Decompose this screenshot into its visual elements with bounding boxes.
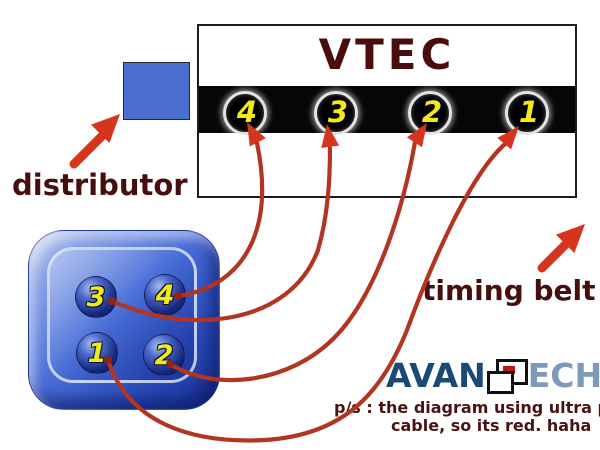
spark-plug-3-label: 3: [327, 95, 349, 129]
spark-plug-3: 3: [314, 91, 358, 135]
logo-text-right: ECH: [527, 356, 600, 395]
cap-terminal-2: 2: [143, 334, 185, 376]
spark-plug-4: 4: [223, 91, 267, 135]
cap-terminal-4: 4: [144, 274, 186, 316]
cap-terminal-1-label: 1: [87, 337, 107, 369]
spark-plug-4-label: 4: [236, 95, 258, 129]
cap-terminal-3: 3: [75, 276, 117, 318]
note-line-1: p/s : the diagram using ultra plug: [334, 398, 600, 417]
avantech-logo: AVAN ECH: [386, 356, 600, 395]
note-line-2: cable, so its red. haha: [391, 416, 592, 435]
engine-title: VTEC: [318, 30, 456, 79]
spark-plug-1: 1: [505, 91, 549, 135]
spark-plug-2-label: 2: [421, 95, 443, 129]
spark-plug-1-label: 1: [518, 95, 540, 129]
distributor-arrow: [69, 114, 120, 169]
distributor-square: [123, 62, 190, 120]
cap-terminal-4-label: 4: [155, 279, 175, 311]
distributor-label: distributor: [12, 168, 188, 202]
logo-text-left: AVAN: [386, 356, 486, 395]
spark-plug-2: 2: [408, 91, 452, 135]
cap-terminal-1: 1: [76, 332, 118, 374]
timing-belt-label: timing belt: [422, 274, 596, 307]
timing-belt-arrow: [537, 224, 585, 273]
cap-terminal-2-label: 2: [154, 339, 174, 371]
logo-t-squares-icon: [486, 358, 528, 394]
distributor-cap: 3 4 1 2: [28, 230, 220, 410]
cap-terminal-3-label: 3: [86, 281, 106, 313]
